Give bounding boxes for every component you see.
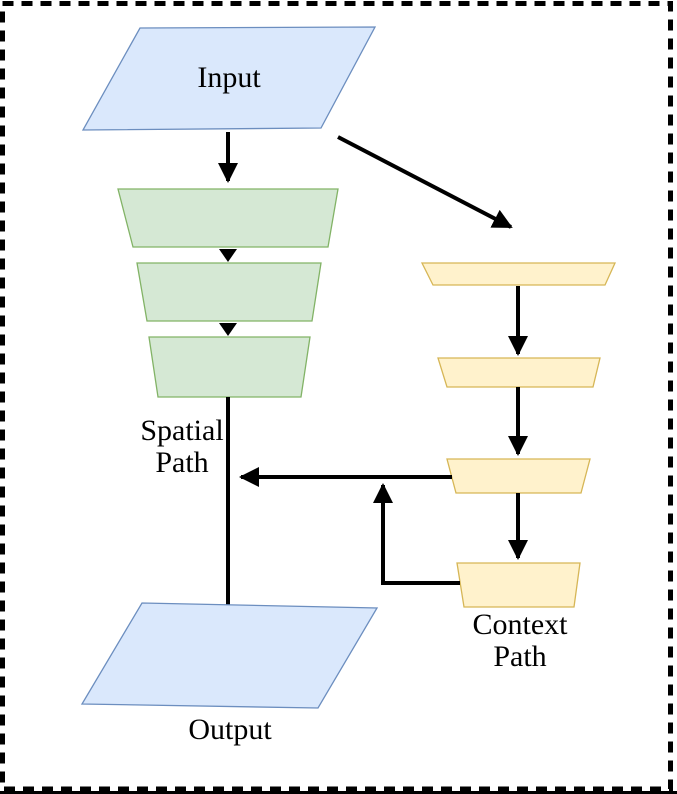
spatial-path-stage-1 — [117, 188, 339, 248]
spatial-stage-arrow-2 — [219, 323, 237, 336]
context-path-stage-3 — [446, 458, 591, 494]
context-path-label-line1: Context — [473, 608, 569, 641]
context-path-label-line2: Path — [493, 640, 546, 673]
context-path-stage-2 — [437, 357, 601, 388]
output-node — [80, 602, 379, 709]
context-path-stage-1 — [420, 262, 617, 286]
output-label: Output — [188, 713, 272, 746]
spatial-stage-arrow-1 — [219, 249, 237, 262]
spatial-path-stage-2 — [136, 262, 322, 322]
spatial-path-label-line2: Path — [155, 446, 208, 479]
spatial-path-label-line1: Spatial — [140, 414, 223, 447]
input-node — [81, 26, 377, 131]
context-path-stage-4 — [456, 562, 581, 608]
input-label: Input — [197, 61, 261, 94]
context-feedback-arrow — [373, 483, 460, 585]
input-to-context-arrow — [337, 135, 513, 229]
spatial-path-stage-3 — [148, 336, 311, 398]
